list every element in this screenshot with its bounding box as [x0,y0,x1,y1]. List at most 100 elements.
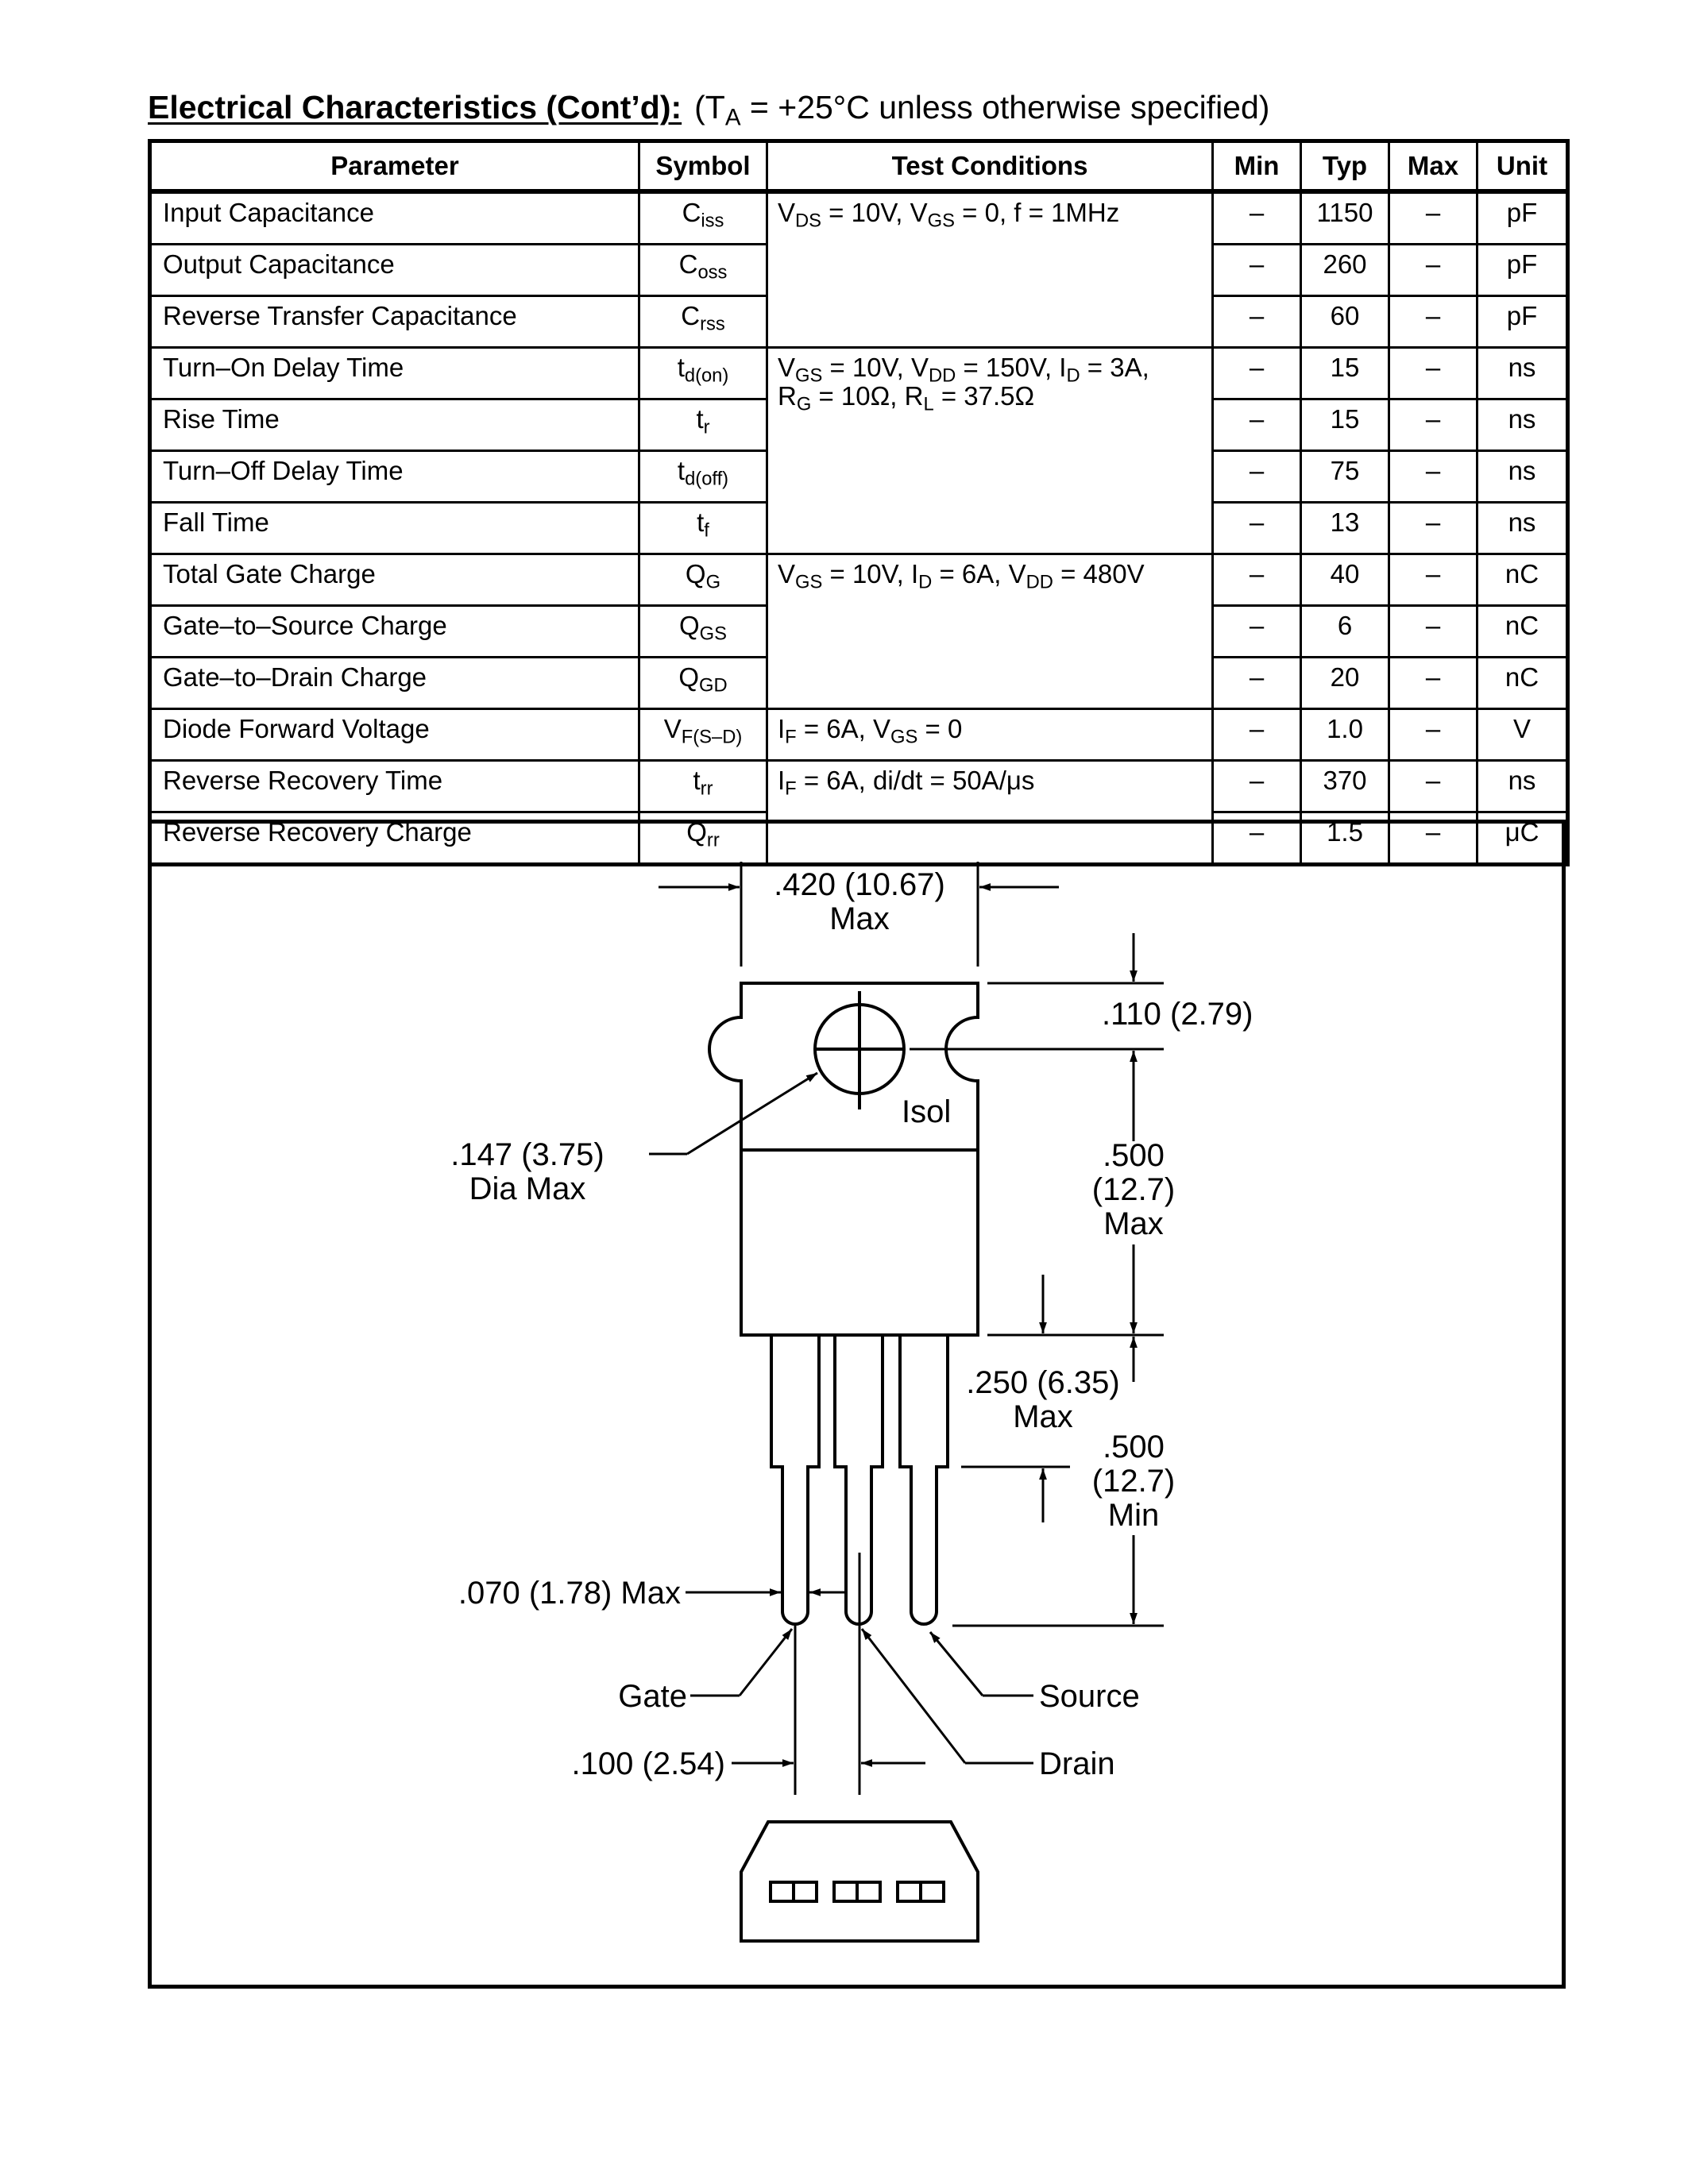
col-max: Max [1388,140,1478,194]
typ-cell: 20 [1300,656,1390,710]
dim-hole-diameter: .147 (3.75) [450,1137,604,1172]
min-cell: – [1211,501,1302,555]
symbol-cell: tr [638,398,768,452]
lead-gate [770,1335,821,1626]
max-cell: – [1388,501,1478,555]
symbol-cell: Crss [638,295,768,349]
symbol-cell: trr [638,759,768,813]
typ-cell: 40 [1300,553,1390,607]
param-cell: Input Capacitance [149,190,640,245]
unit-cell: ns [1476,398,1569,452]
col-min: Min [1211,140,1302,194]
col-symbol: Symbol [638,140,768,194]
dim-shoulder-2: Max [1013,1399,1073,1434]
table-row: Input Capacitance Ciss VDS = 10V, VGS = … [149,190,1569,349]
dim-hole-offset: .110 (2.79) [1102,997,1253,1032]
unit-cell: pF [1476,295,1569,349]
min-cell: – [1211,346,1302,400]
table-row: Gate–to–Drain Charge QGD – 20 – nC [149,656,1569,710]
label-isol: Isol [902,1094,951,1129]
label-source: Source [1039,1679,1140,1714]
unit-cell: ns [1476,759,1569,813]
symbol-cell: tf [638,501,768,555]
dim-lead-length-2: (12.7) [1092,1464,1176,1499]
dim-overall-width-max: Max [829,901,890,936]
param-cell: Gate–to–Drain Charge [149,656,640,710]
min-cell: – [1211,759,1302,813]
dim-lead-width: .070 (1.78) Max [458,1576,681,1611]
table-row: Gate–to–Source Charge QGS – 6 – nC [149,604,1569,658]
package-body [740,1148,979,1337]
dim-body-height-1: .500 [1103,1138,1165,1173]
min-cell: – [1211,398,1302,452]
symbol-cell: QGS [638,604,768,658]
param-cell: Output Capacitance [149,243,640,297]
table-row: Turn–On Delay Time td(on) VGS = 10V, VDD… [149,346,1569,555]
package-outline-drawing: .420 (10.67) Max .110 (2.79) Isol .147 (… [450,862,1253,1943]
param-cell: Turn–Off Delay Time [149,450,640,504]
symbol-cell: Ciss [638,190,768,245]
label-drain: Drain [1039,1746,1115,1781]
dim-lead-length-3: Min [1108,1498,1159,1533]
unit-cell: pF [1476,243,1569,297]
dim-lead-length-1: .500 [1103,1430,1165,1464]
typ-cell: 60 [1300,295,1390,349]
dim-shoulder-1: .250 (6.35) [966,1365,1119,1400]
conditions-switching: VGS = 10V, VDD = 150V, ID = 3A,RG = 10Ω,… [766,346,1214,555]
title-conditions: (TA = +25°C unless otherwise specified) [694,89,1270,131]
min-cell: – [1211,604,1302,658]
table-row: Fall Time tf – 13 – ns [149,501,1569,555]
table-row: Total Gate Charge QG VGS = 10V, ID = 6A,… [149,553,1569,710]
min-cell: – [1211,708,1302,762]
unit-cell: ns [1476,346,1569,400]
max-cell: – [1388,243,1478,297]
symbol-cell: td(off) [638,450,768,504]
min-cell: – [1211,190,1302,245]
param-cell: Fall Time [149,501,640,555]
typ-cell: 370 [1300,759,1390,813]
symbol-cell: QGD [638,656,768,710]
table-row: Output Capacitance Coss – 260 – pF [149,243,1569,297]
col-typ: Typ [1300,140,1390,194]
unit-cell: ns [1476,450,1569,504]
param-cell: Turn–On Delay Time [149,346,640,400]
conditions-diode: IF = 6A, VGS = 0 [766,708,1214,762]
max-cell: – [1388,553,1478,607]
max-cell: – [1388,604,1478,658]
max-cell: – [1388,295,1478,349]
col-parameter: Parameter [149,140,640,194]
min-cell: – [1211,295,1302,349]
title-heading: Electrical Characteristics (Cont’d): [148,89,682,125]
param-cell: Rise Time [149,398,640,452]
unit-cell: ns [1476,501,1569,555]
table-row: Reverse Recovery Time trr IF = 6A, di/dt… [149,759,1569,866]
package-end-view [740,1820,979,1943]
dim-body-height-2: (12.7) [1092,1172,1176,1207]
table-row: Reverse Transfer Capacitance Crss – 60 –… [149,295,1569,349]
table-row: Rise Time tr – 15 – ns [149,398,1569,452]
max-cell: – [1388,708,1478,762]
typ-cell: 6 [1300,604,1390,658]
dim-overall-width: .420 (10.67) [774,867,945,902]
conditions-gate-charge: VGS = 10V, ID = 6A, VDD = 480V [766,553,1214,710]
unit-cell: pF [1476,190,1569,245]
max-cell: – [1388,656,1478,710]
conditions-reverse-recovery: IF = 6A, di/dt = 50A/μs [766,759,1214,866]
symbol-cell: Coss [638,243,768,297]
symbol-cell: td(on) [638,346,768,400]
param-cell: Reverse Recovery Time [149,759,640,813]
conditions-capacitance: VDS = 10V, VGS = 0, f = 1MHz [766,190,1214,349]
typ-cell: 1150 [1300,190,1390,245]
max-cell: – [1388,190,1478,245]
lead-source [898,1335,949,1626]
param-cell: Total Gate Charge [149,553,640,607]
typ-cell: 260 [1300,243,1390,297]
symbol-cell: QG [638,553,768,607]
max-cell: – [1388,450,1478,504]
label-gate: Gate [618,1679,687,1714]
table-row: Turn–Off Delay Time td(off) – 75 – ns [149,450,1569,504]
dim-lead-pitch: .100 (2.54) [572,1746,725,1781]
unit-cell: V [1476,708,1569,762]
max-cell: – [1388,398,1478,452]
typ-cell: 15 [1300,346,1390,400]
